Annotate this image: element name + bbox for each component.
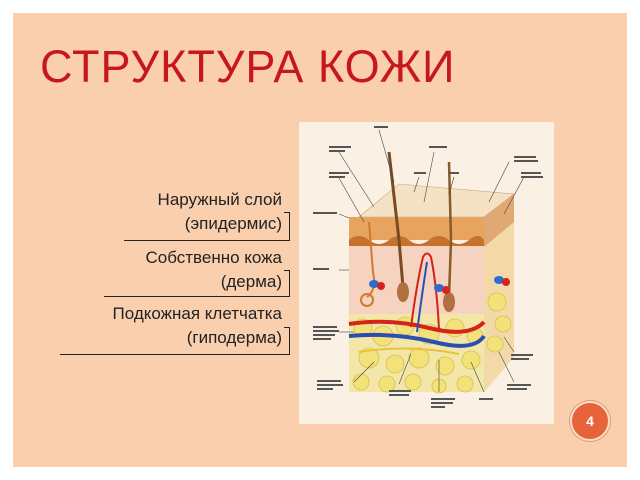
layer-bracket <box>284 270 290 297</box>
skin-diagram-image <box>299 122 554 424</box>
dermis-band <box>349 246 484 314</box>
hair-follicle <box>443 292 455 312</box>
layer-name: Собственно кожа <box>0 246 282 270</box>
layer-name: Подкожная клетчатка <box>0 302 282 326</box>
layer-underline <box>124 240 288 241</box>
layer-label-dermis: Собственно кожа (дерма) <box>0 246 282 294</box>
layer-term: (дерма) <box>0 270 282 294</box>
layer-label-hypodermis: Подкожная клетчатка (гиподерма) <box>0 302 282 350</box>
layer-underline <box>104 296 288 297</box>
layer-name: Наружный слой <box>0 188 282 212</box>
page-number-badge: 4 <box>570 401 610 441</box>
layer-label-epidermis: Наружный слой (эпидермис) <box>0 188 282 236</box>
layer-underline <box>60 354 288 355</box>
page-title: СТРУКТУРА КОЖИ <box>40 44 456 89</box>
layer-bracket <box>284 212 290 241</box>
layer-term: (гиподерма) <box>0 326 282 350</box>
layer-term: (эпидермис) <box>0 212 282 236</box>
layer-bracket <box>284 327 290 355</box>
hair-follicle <box>397 282 409 302</box>
